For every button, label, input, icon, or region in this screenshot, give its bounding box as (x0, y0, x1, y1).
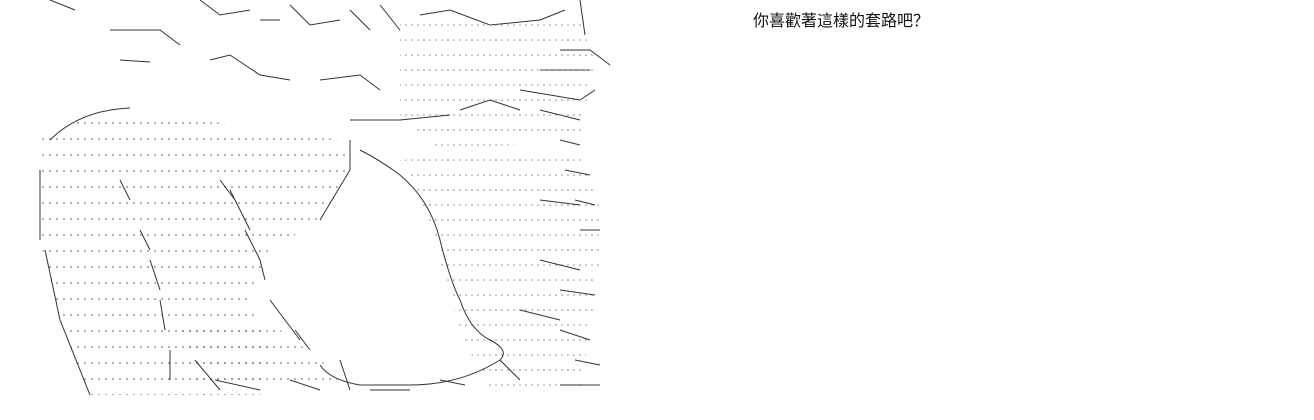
cloth-outline (319, 149, 504, 386)
right-edge-marks (559, 139, 601, 386)
lower-cloth-dots (180, 330, 350, 395)
hatch-strokes (119, 179, 581, 391)
left-sleeve-dots (38, 110, 350, 395)
left-sleeve-outline (39, 107, 351, 396)
eye-lines (119, 54, 521, 121)
ascii-art-illustration (20, 0, 620, 420)
right-body-dots (400, 150, 600, 395)
speech-text: 你喜歡著這樣的套路吧？ (753, 11, 930, 30)
hair-dots (400, 20, 595, 150)
